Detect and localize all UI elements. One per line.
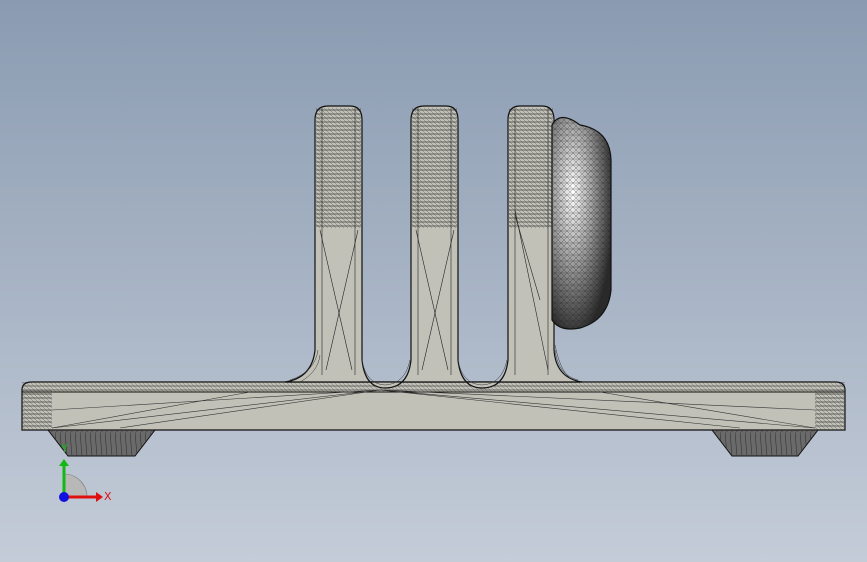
prong-right[interactable] [509,108,553,375]
base-foot-right[interactable] [710,429,820,457]
y-axis-label: Y [60,442,68,455]
mount-prongs[interactable] [284,105,583,389]
screw-knob[interactable] [551,116,612,330]
x-axis-arrowhead [96,492,103,502]
z-axis-dot [59,492,69,502]
prong-left[interactable] [316,108,361,375]
base-plate[interactable] [21,381,846,431]
prong-middle[interactable] [412,108,457,375]
base-foot-left[interactable] [46,429,157,457]
y-axis-arrowhead [59,459,69,466]
x-axis-label: X [104,490,112,503]
coordinate-triad: X Y [59,442,112,503]
